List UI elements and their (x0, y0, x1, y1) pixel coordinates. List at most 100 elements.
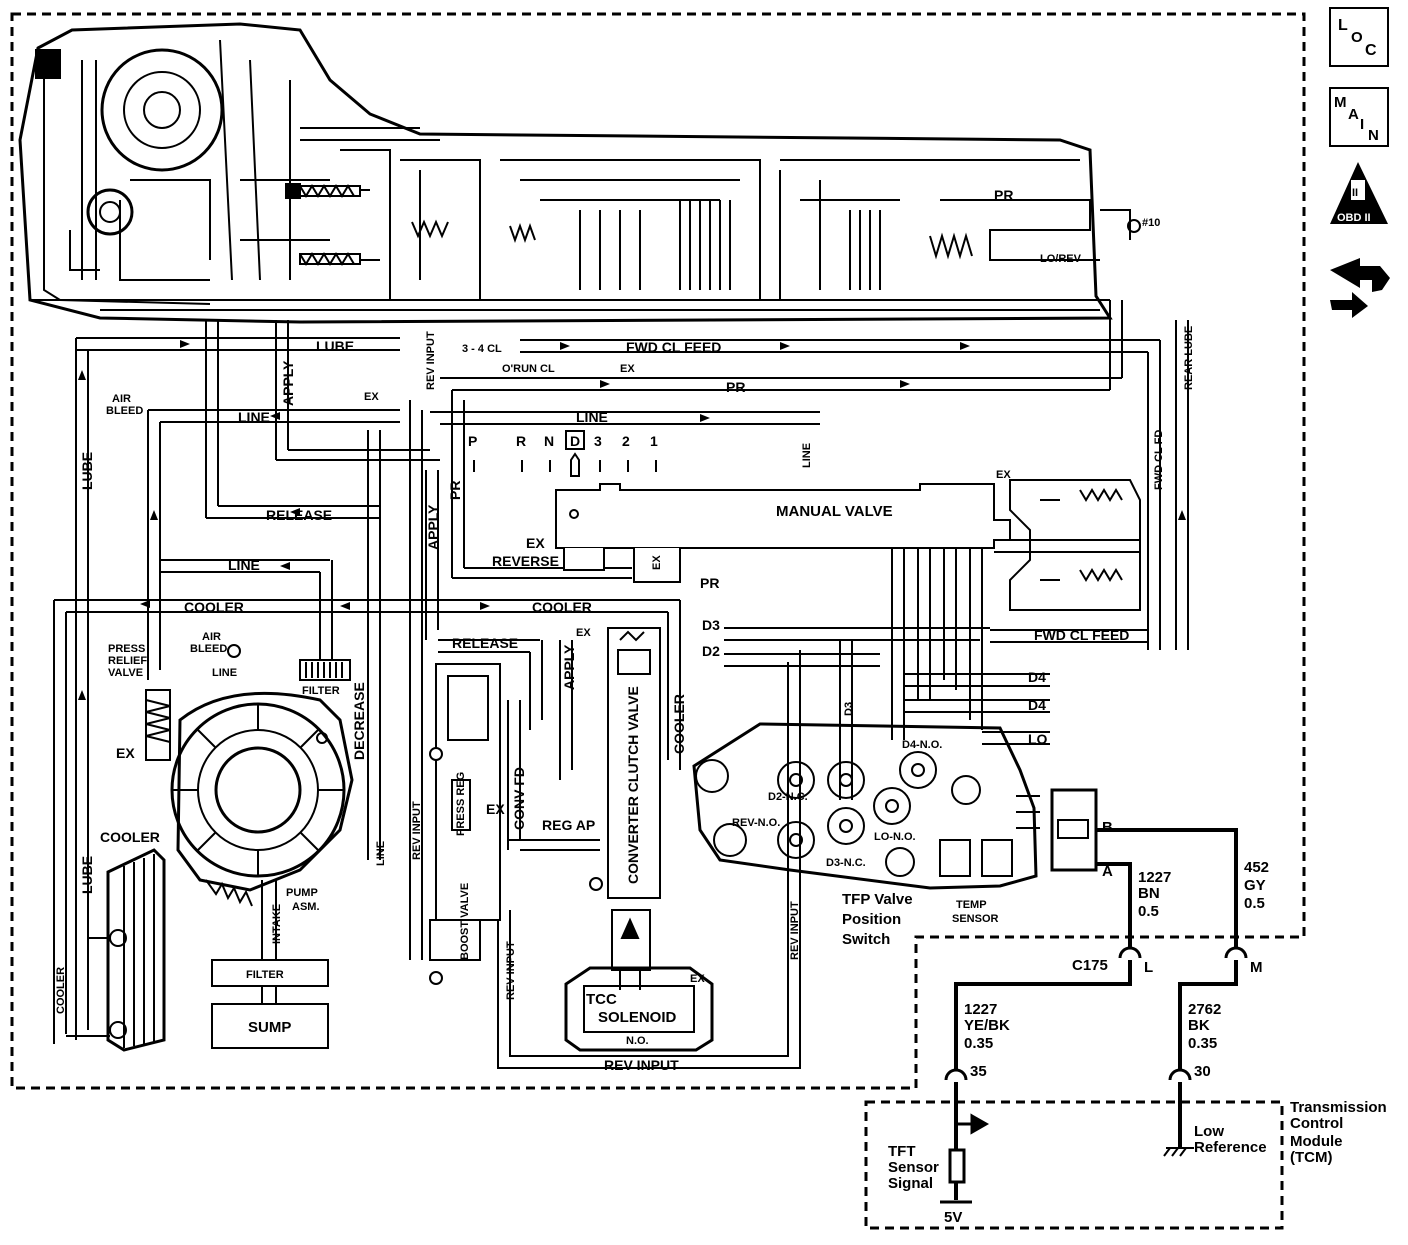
label-pump: PUMP (286, 887, 318, 899)
tft-line2: Sensor (888, 1159, 939, 1176)
gear-r: R (516, 433, 526, 449)
main-nav-button[interactable]: M A I N (1329, 87, 1389, 147)
wiring-labels: B A 1227 BN 0.5 452 GY 0.5 C175 L M 1227… (888, 819, 1387, 1226)
label-d3-nc: D3-N.C. (826, 857, 866, 869)
label-d4-no: D4-N.O. (902, 739, 942, 751)
label-air-2: AIR (202, 631, 221, 643)
label-line-manual: LINE (576, 409, 608, 425)
label-tfp-line3: Switch (842, 931, 890, 948)
label-air: AIR (112, 393, 131, 405)
label-rev-input-top: REV INPUT (425, 331, 437, 390)
tfp-valve-position-switch (692, 722, 1098, 890)
gear-d: D (570, 433, 580, 449)
right-valve-assembly (994, 479, 1141, 611)
label-reverse: REVERSE (492, 553, 559, 569)
label-bleed: BLEED (106, 405, 143, 417)
label-d2-nc: D2-N.C. (768, 791, 808, 803)
main-letter-a: A (1348, 106, 1359, 123)
wire-gauge-c: 0.35 (964, 1035, 993, 1052)
loc-letter-l: L (1338, 17, 1348, 34)
label-manual-valve: MANUAL VALVE (776, 503, 893, 520)
label-d3-line: D3 (702, 617, 720, 633)
label-decrease: DECREASE (351, 682, 367, 760)
wire-gy: GY (1244, 877, 1266, 894)
label-ex-top: EX (364, 391, 379, 403)
label-lube-top: LUBE (316, 338, 354, 354)
gear-n: N (544, 433, 554, 449)
gear-3: 3 (594, 433, 602, 449)
pump-assembly (145, 644, 354, 1004)
connector-pins (944, 946, 1248, 1081)
label-lo-no: LO-N.O. (874, 831, 916, 843)
label-apply-top: APPLY (280, 360, 296, 406)
flow-arrows (78, 340, 1186, 700)
label-temp: TEMP (956, 899, 987, 911)
wire-gauge-b: 0.5 (1244, 895, 1265, 912)
pin-b: B (1102, 819, 1113, 836)
label-rev-no: REV-N.O. (732, 817, 780, 829)
obd-label: OBD II (1337, 212, 1371, 224)
connector-swap-icon[interactable] (1330, 258, 1390, 318)
label-d4-b: D4 (1028, 697, 1046, 713)
label-rev-input-right: REV INPUT (789, 901, 801, 960)
fluid-passages (53, 300, 1189, 1069)
label-ex-orun: EX (620, 363, 635, 375)
label-valve: VALVE (108, 667, 143, 679)
converter-clutch-valve-body (589, 627, 661, 971)
tcm-boundary (864, 1100, 1284, 1230)
wire-gauge-d: 0.35 (1188, 1035, 1217, 1052)
wire-bk: BK (1188, 1017, 1210, 1034)
label-orun-cl: O'RUN CL (502, 363, 555, 375)
gear-2: 2 (622, 433, 630, 449)
label-apply-mid: APPLY (425, 504, 441, 550)
obd-ii-button[interactable]: II OBD II (1330, 162, 1388, 224)
label-cooler-low: COOLER (55, 967, 67, 1014)
label-line-low: LINE (375, 841, 387, 866)
gear-1: 1 (650, 433, 658, 449)
pin-l: L (1144, 959, 1153, 976)
filter-box (211, 959, 329, 987)
label-rear-lube: REAR LUBE (1183, 326, 1195, 390)
label-line-vertical: LINE (801, 443, 813, 468)
label-press-reg: PRESS REG (455, 772, 467, 836)
label-fwd-cl-feed-2: FWD CL FEED (1034, 627, 1129, 643)
label-d3-valve: D3 (843, 702, 855, 716)
label-ex-manual: EX (996, 469, 1011, 481)
loc-nav-button[interactable]: L O C (1329, 7, 1389, 67)
terminal-35: 35 (970, 1063, 987, 1080)
label-solenoid: SOLENOID (598, 1009, 677, 1026)
label-pr-top: PR (726, 379, 745, 395)
label-lube-low: LUBE (79, 856, 95, 894)
label-ex-reverse: EX (526, 535, 545, 551)
tcm-line4: (TCM) (1290, 1149, 1332, 1166)
label-3-4-cl: 3 - 4 CL (462, 343, 502, 355)
tcm-line3: Module (1290, 1133, 1343, 1150)
pin-m: M (1250, 959, 1263, 976)
label-cooler-mid: COOLER (532, 599, 592, 615)
label-converter-clutch-valve: CONVERTER CLUTCH VALVE (625, 686, 641, 884)
label-check-10: #10 (1142, 217, 1160, 229)
label-tfp-line1: TFP Valve (842, 891, 913, 908)
label-filter-tag: FILTER (302, 685, 340, 697)
label-ex-ccv: EX (576, 627, 591, 639)
label-rev-input-bottom: REV INPUT (604, 1057, 679, 1073)
main-letter-n: N (1368, 127, 1379, 144)
label-pr-vertical: PR (447, 481, 463, 500)
label-cooler-unit: COOLER (100, 829, 160, 845)
label-relief: RELIEF (108, 655, 147, 667)
tft-line3: Signal (888, 1175, 933, 1192)
label-fwd-cl-fd: FWD CL FD (1153, 430, 1165, 490)
label-d2-line: D2 (702, 643, 720, 659)
tcc-solenoid (564, 966, 714, 1052)
sump-box (211, 1003, 329, 1049)
label-tfp-line2: Position (842, 911, 901, 928)
label-lo-rev: LO/REV (1040, 253, 1082, 265)
terminal-30: 30 (1194, 1063, 1211, 1080)
connector-c175: C175 (1072, 957, 1108, 974)
label-press: PRESS (108, 643, 145, 655)
wire-gauge-a: 0.5 (1138, 903, 1159, 920)
pressure-regulator-valve (429, 663, 501, 985)
gear-selector: P R N D 3 2 1 (468, 430, 658, 477)
